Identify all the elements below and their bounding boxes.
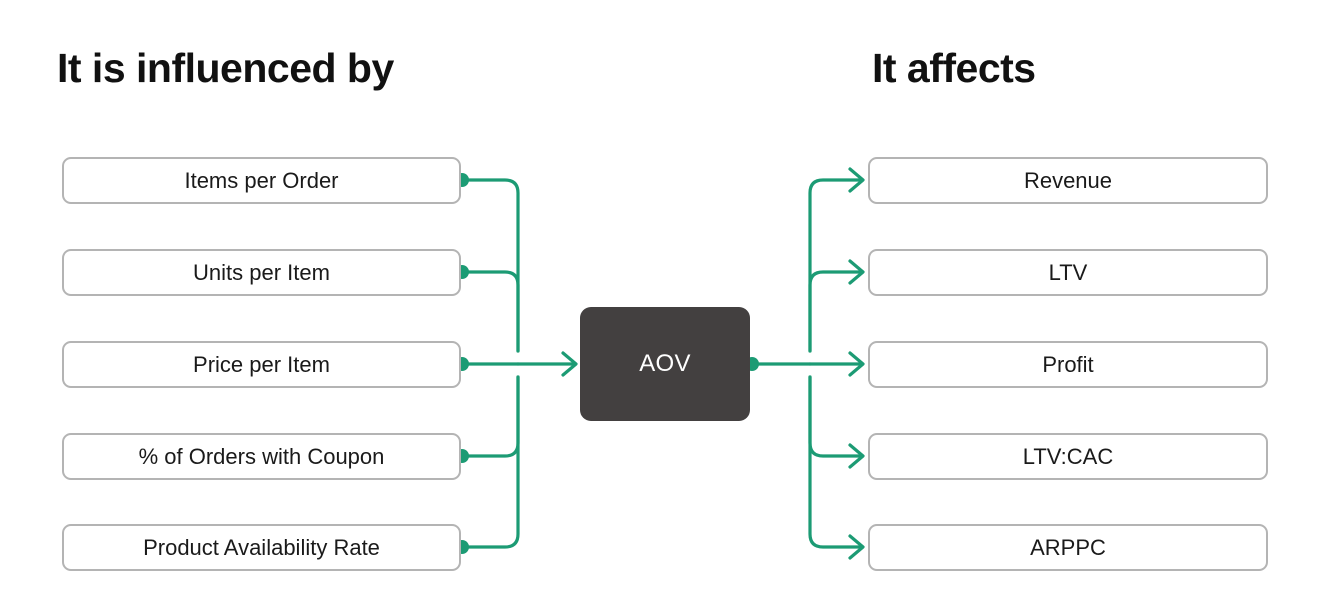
arrowhead-ltv-cac: [848, 443, 865, 469]
edge-to-arppc: [808, 375, 863, 549]
output-node-revenue[interactable]: Revenue: [868, 157, 1268, 204]
arrowhead-into-aov: [561, 351, 578, 377]
edge-items-per-order: [465, 178, 520, 353]
arrowhead-revenue: [848, 167, 865, 193]
edge-pct-orders-coupon: [465, 375, 520, 458]
input-node-label: Price per Item: [193, 351, 330, 377]
input-node-label: Product Availability Rate: [143, 534, 380, 560]
heading-it-affects: It affects: [872, 45, 1036, 91]
input-node-price-per-item[interactable]: Price per Item: [62, 341, 461, 388]
output-node-label: Revenue: [1023, 167, 1113, 193]
output-node-label: LTV: [1048, 259, 1088, 285]
output-node-arppc[interactable]: ARPPC: [868, 524, 1268, 571]
input-node-label: Items per Order: [184, 167, 339, 193]
input-node-label: % of Orders with Coupon: [138, 443, 385, 469]
arrowhead-arppc: [848, 534, 865, 560]
input-node-label: Units per Item: [193, 259, 330, 285]
center-node-label: AOV: [639, 350, 691, 377]
output-node-ltv[interactable]: LTV: [868, 249, 1268, 296]
edge-to-ltv: [808, 270, 863, 353]
output-node-label: LTV:CAC: [1022, 443, 1114, 469]
output-node-label: Profit: [1042, 351, 1094, 377]
output-node-ltv-cac[interactable]: LTV:CAC: [868, 433, 1268, 480]
arrowhead-profit: [848, 351, 865, 377]
edge-to-revenue: [808, 178, 863, 353]
output-node-label: ARPPC: [1030, 534, 1106, 560]
input-node-pct-orders-with-coupon[interactable]: % of Orders with Coupon: [62, 433, 461, 480]
input-node-items-per-order[interactable]: Items per Order: [62, 157, 461, 204]
edge-to-ltv-cac: [808, 375, 863, 458]
edge-units-per-item: [465, 270, 520, 353]
input-node-product-availability-rate[interactable]: Product Availability Rate: [62, 524, 461, 571]
heading-influenced-by: It is influenced by: [57, 45, 394, 91]
center-node-aov[interactable]: AOV: [580, 307, 750, 421]
output-node-profit[interactable]: Profit: [868, 341, 1268, 388]
arrowhead-ltv: [848, 259, 865, 285]
input-node-units-per-item[interactable]: Units per Item: [62, 249, 461, 296]
edge-product-availability: [465, 375, 520, 549]
